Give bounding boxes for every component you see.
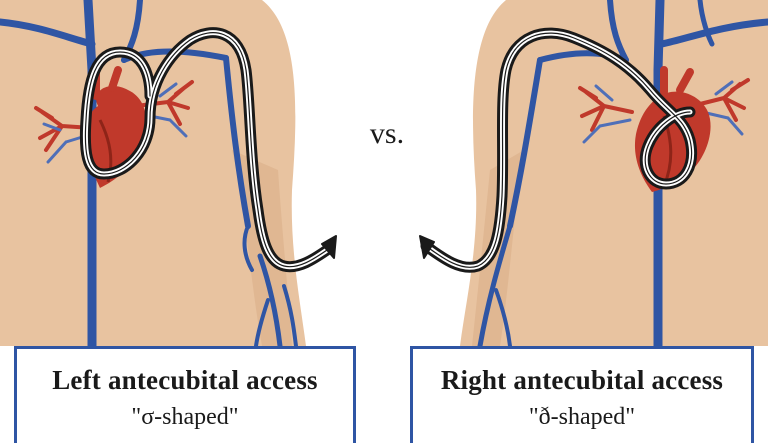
right-access-shape: "ð-shaped" (528, 404, 636, 430)
right-veins (477, 0, 768, 351)
right-torso (419, 0, 768, 351)
left-access-title: Left antecubital access (52, 365, 318, 395)
right-access-title: Right antecubital access (440, 365, 724, 395)
right-catheter (419, 27, 697, 273)
right-catheter-hub (419, 235, 435, 259)
versus-text: vs. (369, 117, 405, 150)
left-catheter-hub (321, 235, 337, 259)
right-lung-vessels (578, 78, 750, 144)
left-access-shape: "σ-shaped" (131, 404, 239, 430)
right-access-label-box: Right antecubital access "ð-shaped" (410, 346, 754, 443)
left-catheter (79, 27, 337, 273)
left-torso (0, 0, 337, 351)
left-access-label-box: Left antecubital access "σ-shaped" (14, 346, 356, 443)
